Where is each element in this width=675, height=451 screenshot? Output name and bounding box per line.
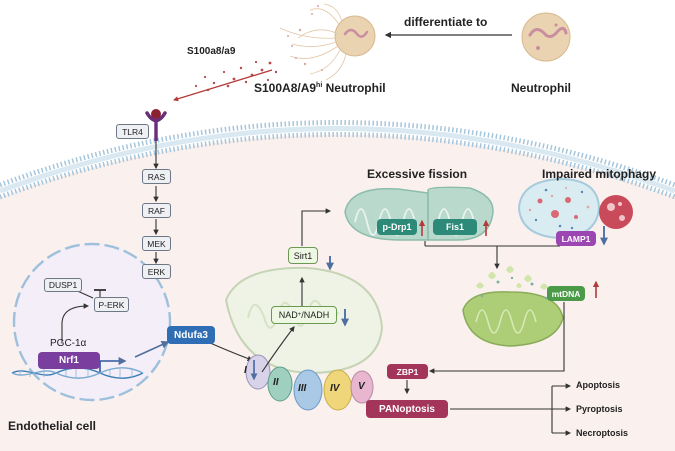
mtdna-box: mtDNA [547, 286, 585, 301]
neutrophil-label: Neutrophil [511, 81, 571, 95]
impaired-mitophagy-title: Impaired mitophagy [542, 167, 657, 181]
nrf1-box: Nrf1 [38, 352, 100, 369]
complex-to-nad-arrow [261, 326, 295, 373]
sirt1-to-fission-arrow [301, 208, 332, 246]
nad-text: NAD [278, 310, 298, 320]
sirt1-box: Sirt1 [288, 247, 318, 264]
nadh-text: /NADH [301, 310, 330, 320]
pdrp1-box: p-Drp1 [377, 219, 417, 235]
zbp1-box: ZBP1 [387, 364, 428, 379]
dusp1-box: DUSP1 [44, 278, 82, 292]
s100-signal-arrow [173, 69, 273, 102]
ras-box: RAS [142, 169, 171, 184]
raf-box: RAF [142, 203, 171, 218]
mek-box: MEK [142, 236, 171, 251]
s100hi-text: S100A8/A9 [254, 81, 317, 95]
damaged-mitochondrion [462, 266, 564, 347]
neutrophil-suffix: Neutrophil [322, 81, 386, 95]
membrane-outer [0, 120, 675, 188]
transcription-arrow [99, 357, 127, 372]
erk-box: ERK [142, 264, 171, 279]
nad-box: NAD+/NADH [271, 306, 337, 324]
complex-iv-label: IV [330, 383, 340, 394]
hi-superscript: hi [316, 82, 323, 89]
etc-complexes [245, 354, 374, 411]
complex-i-label: I [244, 365, 247, 376]
panoptosis-box: PANoptosis [366, 400, 448, 418]
mitophagy-organelles [517, 177, 633, 240]
pgc1a-label: PGC-1α [50, 338, 87, 349]
ndufa3-box: Ndufa3 [167, 326, 215, 344]
mtdna-to-zbp1-arrow [428, 302, 565, 374]
outcome-arrows [450, 383, 572, 436]
lamp1-box: LAMP1 [556, 231, 596, 246]
ndufa3-in-arrow [134, 341, 170, 358]
excessive-fission-title: Excessive fission [367, 167, 468, 181]
tlr4-box: TLR4 [116, 124, 149, 139]
membrane-inner [0, 132, 675, 200]
nucleus-arrows [61, 289, 106, 342]
s100hi-neutrophil-label: S100A8/A9hi Neutrophil [254, 81, 386, 95]
apoptosis-label: Apoptosis [576, 380, 620, 390]
pyroptosis-label: Pyroptosis [576, 404, 623, 414]
complex-ii-label: II [273, 377, 279, 388]
membrane-core [0, 126, 675, 194]
complex-iii-label: III [298, 383, 307, 394]
s100a8-neutrophil-cell [279, 3, 376, 81]
tlr4-receptor [145, 109, 167, 141]
neutrophil-cell [521, 12, 571, 62]
perk-box: P-ERK [94, 297, 129, 312]
regulation-arrows [326, 219, 608, 327]
necroptosis-label: Necroptosis [576, 428, 629, 438]
fis1-box: Fis1 [433, 219, 477, 235]
nad-superscript: + [297, 312, 302, 318]
complex-v-label: V [358, 381, 365, 392]
s100-label: S100a8/a9 [187, 46, 236, 57]
endothelial-cell-label: Endothelial cell [8, 419, 97, 433]
differentiate-label: differentiate to [404, 15, 488, 29]
